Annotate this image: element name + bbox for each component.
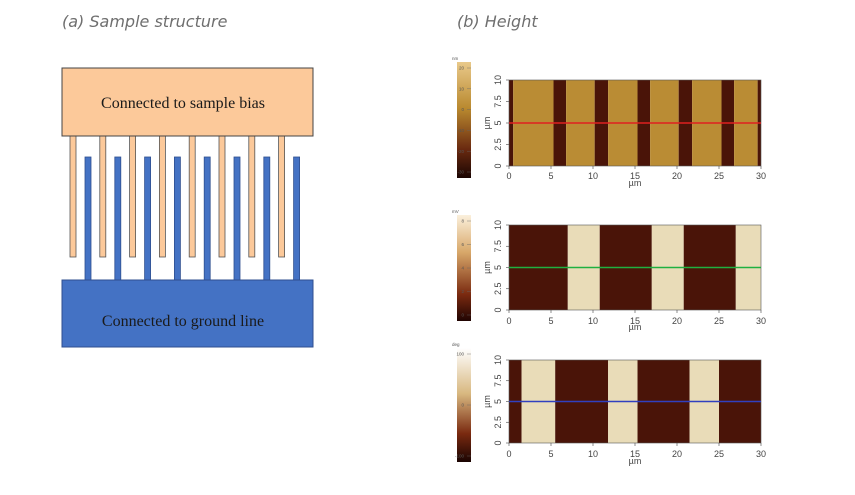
colorbar-tick-label: 0 <box>461 403 464 408</box>
colorbar-tick-label: 8 <box>461 219 464 224</box>
bias-finger <box>248 135 256 258</box>
colorbar-tick-label: 6 <box>461 242 464 247</box>
y-axis-label: µm <box>482 261 492 274</box>
x-tick-label: 5 <box>548 316 553 326</box>
sample-bias-label: Connected to sample bias <box>101 95 265 112</box>
y-tick-label: 2.5 <box>493 282 503 295</box>
bias-finger <box>218 135 226 258</box>
y-tick-label: 7.5 <box>493 374 503 387</box>
map-phase: 0 5 10 15 20 25 30 µm 0 2.5 5 7.5 10 µm deg 100 0 -100 <box>452 342 766 466</box>
x-tick-label: 15 <box>630 171 640 181</box>
ground-finger <box>233 156 241 281</box>
x-tick-label: 10 <box>588 449 598 459</box>
x-tick-label: 25 <box>714 171 724 181</box>
colorbar-tick-label: -10 <box>457 128 464 133</box>
y-tick-label: 2.5 <box>493 416 503 429</box>
colorbar-tick-label: 4 <box>461 266 464 271</box>
y-tick-label: 5 <box>493 265 503 270</box>
bias-finger <box>278 135 286 258</box>
y-tick-label: 10 <box>493 75 503 85</box>
x-tick-label: 20 <box>672 449 682 459</box>
y-axis-label: µm <box>482 117 492 130</box>
colorbar-unit: nm <box>452 56 459 61</box>
colorbar-height <box>457 62 471 178</box>
x-tick-label: 30 <box>756 316 766 326</box>
sample-structure-diagram: Connected to sample bias Connected to gr… <box>61 67 314 348</box>
colorbar-tick-label: -100 <box>455 454 465 459</box>
x-tick-label: 5 <box>548 449 553 459</box>
ground-finger <box>84 156 92 281</box>
y-axis-label: µm <box>482 395 492 408</box>
x-tick-label: 10 <box>588 171 598 181</box>
y-tick-label: 0 <box>493 440 503 445</box>
caption-height: (b) Height <box>457 12 538 31</box>
x-tick-label: 10 <box>588 316 598 326</box>
colorbar-unit: deg <box>452 342 460 347</box>
ground-fingers <box>84 156 301 281</box>
colorbar-tick-label: 10 <box>459 86 465 91</box>
x-tick-label: 5 <box>548 171 553 181</box>
x-tick-label: 25 <box>714 316 724 326</box>
colorbar-unit: mV <box>452 209 459 214</box>
colorbar-potential <box>457 215 471 321</box>
ground-line-label: Connected to ground line <box>102 313 264 330</box>
x-tick-label: 20 <box>672 316 682 326</box>
x-tick-label: 20 <box>672 171 682 181</box>
x-tick-label: 15 <box>630 449 640 459</box>
x-tick-label: 15 <box>630 316 640 326</box>
ground-finger <box>293 156 301 281</box>
x-tick-label: 30 <box>756 171 766 181</box>
x-tick-label: 0 <box>506 316 511 326</box>
ground-finger <box>173 156 181 281</box>
colorbar-tick-label: 2 <box>461 289 464 294</box>
bias-finger <box>99 135 107 258</box>
colorbar-tick-label: -20 <box>457 149 464 154</box>
y-tick-label: 2.5 <box>493 138 503 151</box>
x-axis-label: µm <box>629 322 642 332</box>
sample-bias-pad <box>61 67 314 137</box>
y-tick-label: 7.5 <box>493 95 503 108</box>
bias-finger <box>188 135 196 258</box>
y-tick-label: 0 <box>493 163 503 168</box>
colorbar-tick-label: 0 <box>461 313 464 318</box>
ground-finger <box>144 156 152 281</box>
colorbar-tick-label: 20 <box>459 66 465 71</box>
x-tick-label: 25 <box>714 449 724 459</box>
bias-finger <box>158 135 166 258</box>
colorbar-tick-label: 100 <box>456 352 464 357</box>
x-tick-label: 0 <box>506 449 511 459</box>
y-tick-label: 10 <box>493 220 503 230</box>
caption-sample-structure: (a) Sample structure <box>62 12 228 31</box>
bias-finger <box>69 135 77 258</box>
colorbar-tick-label: -30 <box>457 170 464 175</box>
ground-finger <box>114 156 122 281</box>
x-tick-label: 0 <box>506 171 511 181</box>
ground-line-pad <box>61 279 314 348</box>
x-axis-label: µm <box>629 178 642 188</box>
y-tick-label: 7.5 <box>493 240 503 253</box>
ground-finger <box>203 156 211 281</box>
bias-finger <box>129 135 137 258</box>
colorbar-tick-label: 0 <box>461 107 464 112</box>
y-tick-label: 10 <box>493 355 503 365</box>
y-tick-label: 0 <box>493 307 503 312</box>
x-axis-label: µm <box>629 456 642 466</box>
y-tick-label: 5 <box>493 399 503 404</box>
x-tick-label: 30 <box>756 449 766 459</box>
ground-finger <box>263 156 271 281</box>
y-tick-label: 5 <box>493 120 503 125</box>
colorbar-phase <box>457 348 471 462</box>
